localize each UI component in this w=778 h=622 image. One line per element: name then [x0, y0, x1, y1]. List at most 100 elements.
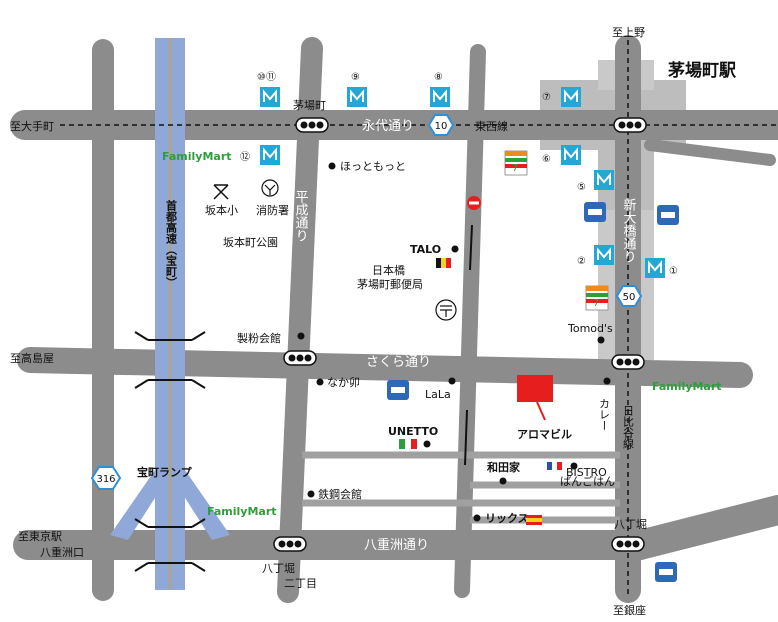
- one-way-marker: [464, 409, 468, 466]
- poi-dot: [603, 377, 611, 385]
- nakau-label: なか卯: [327, 376, 360, 389]
- no-entry-icon: [467, 196, 481, 210]
- road-label-takaracho-ramp: 宝町ランプ: [137, 465, 193, 479]
- metro-icon: [260, 87, 280, 107]
- fire-station-label: 消防署: [256, 203, 289, 217]
- poi-dot: [448, 377, 456, 385]
- kayabacho-east-road: [644, 139, 776, 166]
- road-label-yaesu: 八重洲通り: [364, 537, 429, 553]
- exit-number-8: ⑧: [434, 72, 443, 83]
- exit-number-7: ⑦: [542, 92, 551, 103]
- poi-dot: [597, 336, 605, 344]
- lix-label: リックス: [485, 512, 529, 525]
- wadaya-label: 和田家: [487, 460, 521, 474]
- direction-tokyo-station: 至東京駅: [18, 529, 62, 543]
- school-icon: [213, 184, 229, 200]
- hotto-motto-label: ほっともっと: [340, 160, 406, 173]
- svg-text:7: 7: [593, 298, 599, 309]
- direction-ueno: 至上野: [612, 26, 645, 39]
- poi-dot: [328, 162, 336, 170]
- bistro-label-2: ぱんごはん: [560, 474, 615, 488]
- road-label-shin-ohashi: 新大橋通り: [621, 197, 637, 263]
- road-label-heisei: 平成通り: [293, 190, 309, 242]
- traffic-signal-icon: [611, 354, 645, 370]
- metro-icon: [561, 87, 581, 107]
- aroma-building-label: アロマビル: [517, 427, 572, 441]
- intersection-kayabacho: 茅場町: [293, 99, 326, 112]
- traffic-signal-icon: [295, 117, 329, 133]
- road-label-tozai-line: 東西線: [475, 119, 508, 133]
- metro-icon: [561, 145, 581, 165]
- post-office-icon: [435, 299, 457, 321]
- metro-icon: [260, 145, 280, 165]
- heisei-dori-road: [277, 37, 323, 603]
- exit-number-12: ⑫: [240, 151, 250, 163]
- metro-icon: [347, 87, 367, 107]
- exit-number-2: ②: [577, 256, 586, 267]
- lawson-icon: [657, 205, 679, 225]
- intersection-hatchobori-nichome-1: 八丁堀: [262, 562, 295, 575]
- direction-otemachi: 至大手町: [10, 119, 54, 133]
- curry-label: カレー: [598, 398, 611, 431]
- station-label: 茅場町駅: [668, 61, 737, 81]
- france-flag-icon: [547, 462, 562, 470]
- direction-takashimaya: 至高島屋: [10, 351, 54, 365]
- traffic-signal-icon: [273, 536, 307, 552]
- lawson-icon: [584, 202, 606, 222]
- poi-dot: [473, 514, 481, 522]
- one-way-marker: [469, 224, 473, 271]
- poi-dot: [307, 490, 315, 498]
- poi-dot: [423, 440, 431, 448]
- exit-number-5: ⑤: [577, 182, 586, 193]
- park-label: 坂本町公園: [223, 235, 278, 249]
- direction-yaesu-guchi: 八重洲口: [40, 545, 84, 559]
- poi-dot: [297, 332, 305, 340]
- post-office-label-1: 日本橋: [372, 263, 405, 277]
- svg-text:50: 50: [623, 292, 636, 303]
- familymart-label: FamilyMart: [652, 380, 722, 393]
- tekko-kaikan-label: 鉄鋼会館: [318, 487, 362, 501]
- road-label-sakura: さくら通り: [366, 355, 431, 370]
- exit-number-10-11: ⑩⑪: [257, 71, 276, 83]
- italy-flag-icon: [399, 439, 417, 449]
- side-streets: [302, 451, 620, 524]
- intersection-hatchobori-nichome-2: 二丁目: [284, 577, 317, 590]
- school-label: 坂本小: [205, 203, 238, 217]
- post-office-label-2: 茅場町郵便局: [357, 278, 423, 291]
- familymart-label: FamilyMart: [162, 150, 232, 163]
- road-label-expressway: 首都高速（宝町）: [165, 199, 179, 288]
- talo-label: TALO: [410, 243, 441, 256]
- road-label-hibiya-line: 日比谷線: [622, 405, 635, 449]
- intersection-hatchobori: 八丁堀: [614, 518, 647, 531]
- road-label-eitai: 永代通り: [362, 119, 414, 134]
- traffic-signal-icon: [283, 350, 317, 366]
- seven-eleven-icon: 7: [504, 150, 528, 176]
- aroma-building-pointer: [536, 401, 546, 421]
- expressway: [110, 38, 230, 590]
- route-sign-50: 50: [615, 285, 643, 307]
- direction-ginza: 至銀座: [613, 603, 646, 617]
- svg-text:10: 10: [435, 121, 448, 132]
- poi-dot: [451, 245, 459, 253]
- seifun-kaikan-label: 製粉会館: [237, 331, 281, 345]
- bistro-label-1: BISTRO: [566, 466, 607, 479]
- exit-number-6: ⑥: [542, 154, 551, 165]
- route-sign-10: 10: [427, 114, 455, 136]
- traffic-signal-icon: [613, 117, 647, 133]
- metro-icon: [594, 170, 614, 190]
- exit-number-9: ⑨: [351, 72, 360, 83]
- traffic-signals: [273, 117, 647, 552]
- metro-icon: [645, 258, 665, 278]
- lawson-icons: [387, 202, 679, 582]
- aroma-building-marker: [517, 375, 553, 402]
- poi-dot: [316, 378, 324, 386]
- familymart-label: FamilyMart: [207, 505, 277, 518]
- metro-icon: [430, 87, 450, 107]
- exit-number-1: ①: [669, 266, 678, 277]
- poi-dot: [570, 462, 578, 470]
- poi-dot: [499, 477, 507, 485]
- svg-text:7: 7: [512, 163, 518, 174]
- lawson-icon: [655, 562, 677, 582]
- tomods-label: Tomod's: [567, 322, 613, 335]
- fire-station-icon: [261, 179, 279, 197]
